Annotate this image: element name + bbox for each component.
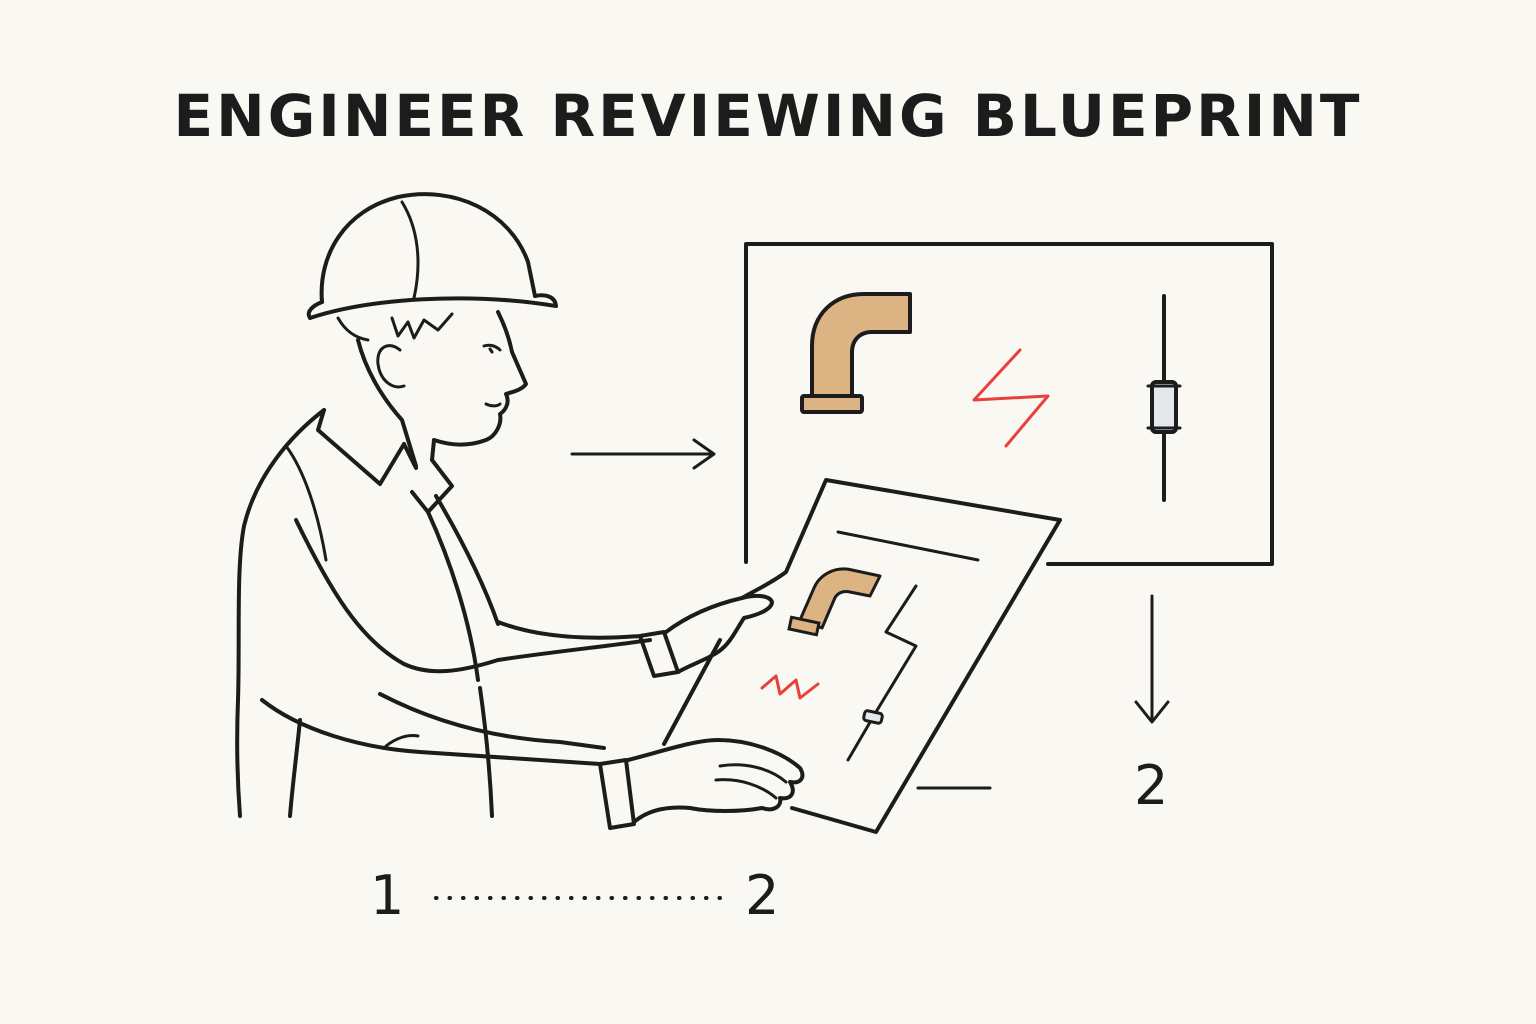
step-number-right: 2 bbox=[1134, 754, 1169, 817]
eye bbox=[482, 343, 502, 354]
torso-front bbox=[478, 686, 494, 818]
jaw-neck bbox=[430, 438, 436, 462]
neck bbox=[356, 338, 418, 468]
engineer-figure bbox=[235, 192, 805, 830]
lower-arm bbox=[260, 692, 606, 766]
upper-hand bbox=[664, 593, 774, 674]
sheet-spark-icon bbox=[760, 674, 820, 700]
step-number-start: 1 bbox=[370, 864, 405, 927]
hard-hat-brim bbox=[306, 293, 558, 320]
mouth bbox=[484, 402, 502, 408]
hard-hat-ridge bbox=[400, 200, 420, 300]
lower-hand bbox=[626, 738, 805, 824]
collar bbox=[316, 408, 454, 514]
arrow-to-schematic bbox=[570, 438, 716, 470]
arrow-right-icon bbox=[570, 438, 716, 470]
side-line bbox=[288, 718, 302, 818]
step-number-end: 2 bbox=[745, 864, 780, 927]
forearm-top bbox=[496, 620, 652, 662]
shoulder-seam bbox=[284, 444, 328, 562]
ear bbox=[376, 344, 406, 389]
sheet-circuit-line bbox=[846, 584, 918, 762]
inline-valve-icon bbox=[1150, 380, 1178, 434]
electrical-spark-icon bbox=[972, 348, 1050, 448]
hard-hat-icon bbox=[319, 192, 537, 304]
sheet-pipe-icon bbox=[798, 567, 882, 630]
sheet-header-line bbox=[836, 530, 980, 562]
pipe-elbow-icon bbox=[810, 292, 912, 400]
sheet-valve-icon bbox=[862, 709, 884, 725]
finger-lines bbox=[714, 763, 788, 800]
schematic-panel bbox=[744, 242, 1274, 566]
sheet-pipe-base bbox=[787, 615, 821, 637]
arrow-down-icon bbox=[1134, 594, 1170, 724]
cuff bbox=[638, 630, 680, 678]
schematic-frame bbox=[744, 242, 1274, 566]
pipe-base bbox=[800, 394, 864, 414]
valve-caps bbox=[1146, 384, 1182, 430]
elbow-crease bbox=[384, 734, 420, 748]
shirt-front bbox=[426, 494, 500, 682]
torso-back bbox=[235, 408, 326, 818]
hair bbox=[336, 312, 454, 342]
page-title: ENGINEER REVIEWING BLUEPRINT bbox=[173, 82, 1363, 150]
arrow-down bbox=[1134, 594, 1170, 724]
blueprint-sheet bbox=[662, 478, 1062, 834]
upper-arm bbox=[294, 518, 500, 674]
face-profile bbox=[432, 310, 528, 447]
handheld-blueprint bbox=[662, 478, 1062, 834]
lower-cuff bbox=[598, 758, 636, 830]
